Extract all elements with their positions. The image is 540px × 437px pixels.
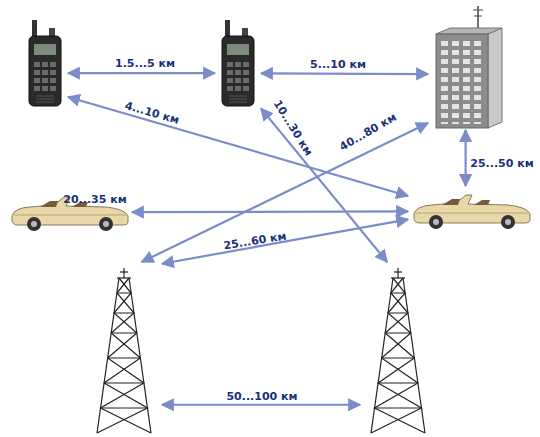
distance-label: 4...10 км [123, 99, 180, 127]
range-arrow [162, 219, 408, 263]
range-arrow [142, 123, 428, 262]
range-arrow [68, 72, 215, 74]
tower-picture [371, 268, 425, 433]
radio-handset [222, 20, 254, 106]
distance-label: 40...80 км [337, 111, 398, 154]
radio-node [215, 18, 261, 110]
tower-picture [97, 268, 151, 433]
distance-label: 1.5...5 км [115, 57, 175, 70]
distance-label: 10...30 км [271, 98, 316, 159]
radio-node [22, 18, 68, 110]
tower-node [360, 262, 436, 434]
tower-node [86, 262, 162, 434]
car-node [408, 186, 536, 232]
range-arrow [162, 404, 360, 406]
range-arrow [261, 72, 428, 75]
building-picture [436, 6, 502, 128]
range-arrow [132, 210, 408, 213]
radio-handset [29, 20, 61, 106]
distance-label: 5...10 км [310, 58, 366, 71]
range-arrow [465, 130, 467, 186]
car-picture [414, 195, 530, 229]
distance-label: 50...100 км [226, 390, 297, 403]
distance-label: 25...50 км [470, 157, 533, 170]
building-node [428, 6, 508, 130]
distance-label: 20...35 км [63, 193, 126, 206]
range-arrow [68, 97, 408, 196]
distance-label: 25...60 км [223, 230, 288, 253]
